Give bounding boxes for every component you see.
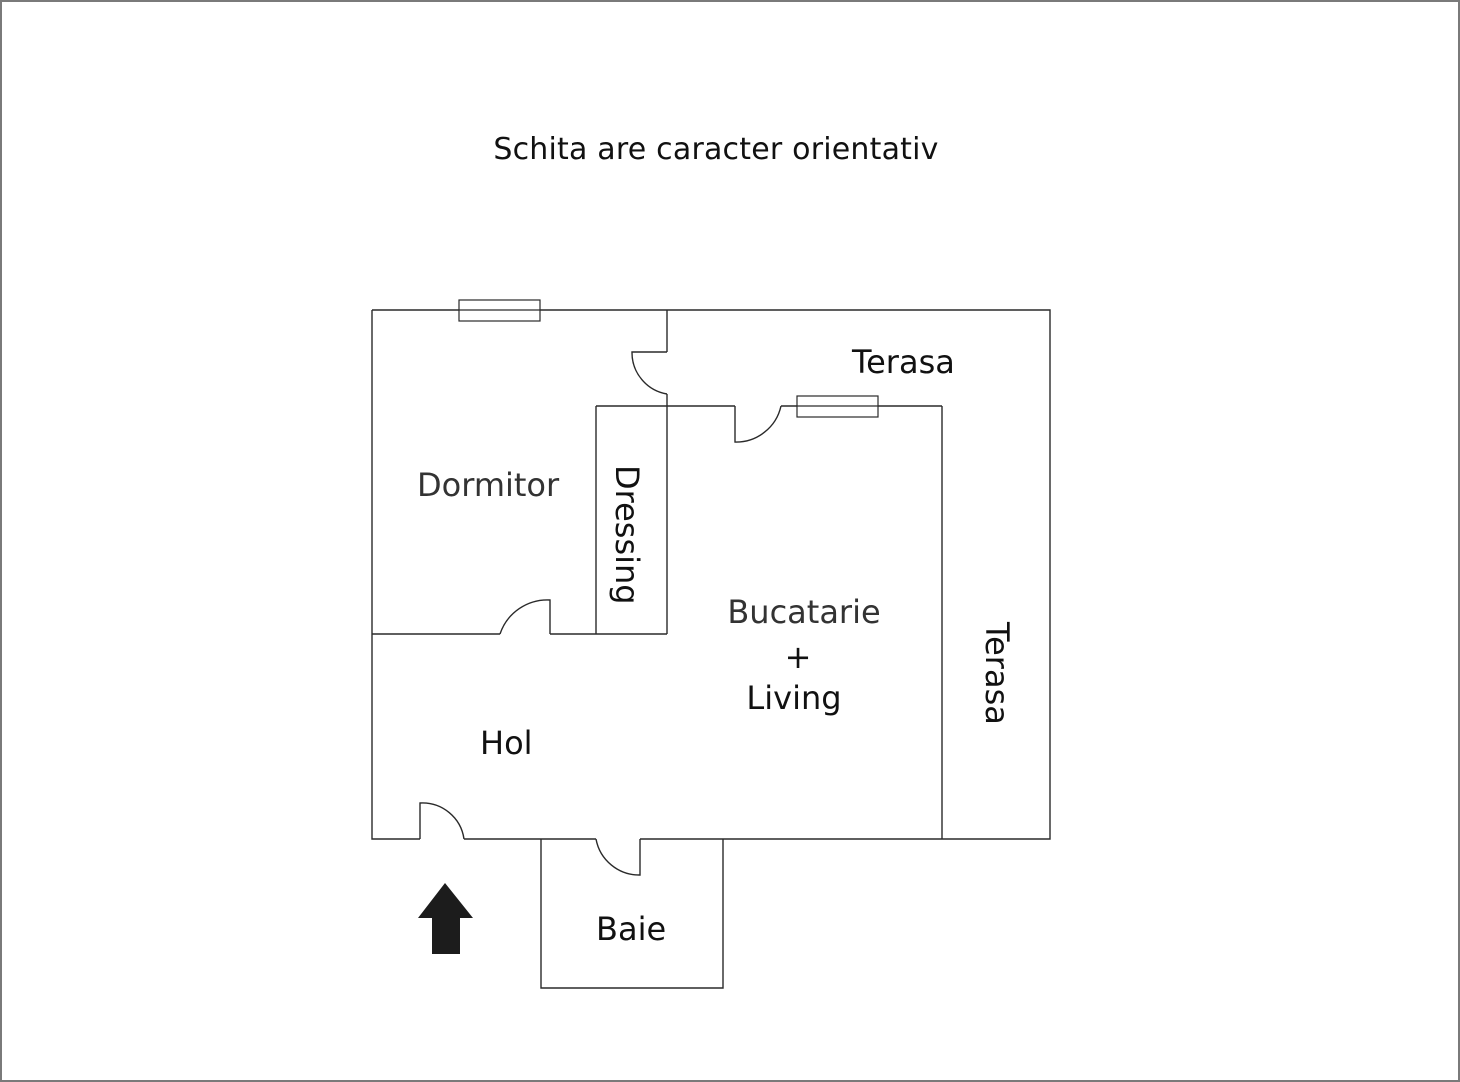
entrance-arrow-icon xyxy=(418,883,473,954)
door-entrance xyxy=(419,802,465,840)
label-terasa-top: Terasa xyxy=(851,343,955,381)
label-living: Living xyxy=(746,679,841,717)
plan-caption: Schita are caracter orientativ xyxy=(493,132,939,167)
label-bucatarie: Bucatarie xyxy=(727,593,880,631)
label-hol: Hol xyxy=(480,724,533,762)
door-baie xyxy=(595,838,641,876)
label-dormitor: Dormitor xyxy=(417,466,560,504)
label-dressing: Dressing xyxy=(608,465,646,605)
door-dormitor-terasa xyxy=(631,351,668,395)
label-baie: Baie xyxy=(596,910,666,948)
baie-walls xyxy=(540,839,724,989)
label-bucatarie-plus: + xyxy=(785,638,812,676)
door-dormitor-hol xyxy=(499,599,551,635)
window-dormitor xyxy=(458,299,541,322)
outer-wall xyxy=(371,309,1051,840)
window-bucatarie xyxy=(796,395,879,418)
door-bucatarie-terasa xyxy=(734,405,782,443)
label-terasa-side: Terasa xyxy=(978,621,1016,725)
